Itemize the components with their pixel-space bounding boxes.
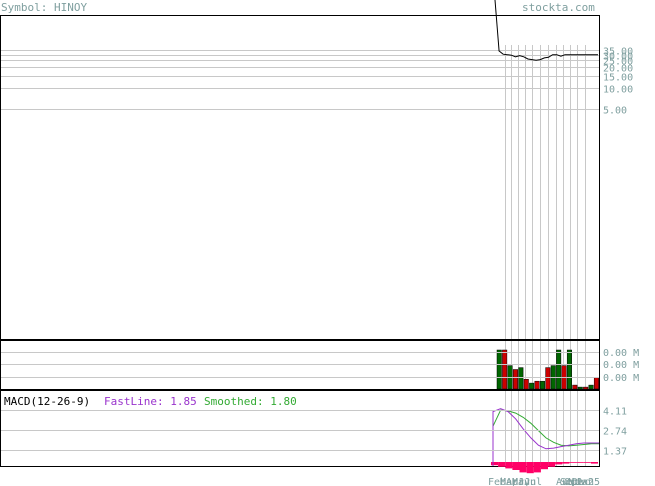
macd-histogram-bar xyxy=(569,462,577,463)
volume-bar xyxy=(539,380,545,390)
macd-tick-label: 2.74 xyxy=(603,427,627,438)
volume-bar xyxy=(529,382,535,390)
price-panel xyxy=(0,15,600,340)
macd-histogram-bar xyxy=(540,462,548,470)
volume-bar xyxy=(523,379,529,390)
macd-histogram-bar xyxy=(505,462,513,469)
volume-bar xyxy=(518,367,524,390)
price-tick-label: 10.00 xyxy=(603,85,633,96)
volume-tick-label: 0.00 M xyxy=(603,373,639,384)
volume-bar xyxy=(588,384,594,390)
x-axis-label: May xyxy=(512,477,530,486)
volume-bar xyxy=(512,369,518,390)
macd-tick-label: 4.11 xyxy=(603,407,627,418)
volume-bar xyxy=(583,386,589,390)
x-axis-label: Sep xyxy=(560,477,578,486)
price-grid xyxy=(1,50,599,110)
x-axis-label: Aug xyxy=(556,477,574,486)
macd-histogram-bar xyxy=(533,462,541,473)
volume-bar xyxy=(496,349,502,390)
macd-smoothed-label: Smoothed: 1.80 xyxy=(204,395,297,408)
vertical-grid xyxy=(505,45,586,466)
macd-histogram-bar xyxy=(562,462,570,464)
x-axis-label: Apr xyxy=(506,477,524,486)
price-series xyxy=(494,0,598,61)
macd-tick-label: 1.37 xyxy=(603,447,627,458)
price-line xyxy=(494,0,598,61)
volume-tick-label: 0.00 M xyxy=(603,348,639,359)
macd-smoothed-line xyxy=(492,409,599,466)
volume-bar xyxy=(534,380,540,390)
price-tick-label: 5.00 xyxy=(603,106,627,117)
macd-histogram-bar xyxy=(576,462,584,463)
macd-panel xyxy=(0,390,600,467)
volume-bar xyxy=(572,384,578,390)
price-tick-label: 35.00 xyxy=(603,47,633,58)
x-axis-label: Oct xyxy=(564,477,582,486)
volume-bar xyxy=(593,377,599,390)
macd-axis: 4.11 2.74 1.37 xyxy=(1,407,627,458)
price-tick-label: 25.00 xyxy=(603,57,633,68)
x-axis-label: Nov xyxy=(568,477,586,486)
x-axis-label: Dec xyxy=(572,477,590,486)
volume-bar xyxy=(556,349,562,390)
volume-axis: 0.00 M0.00 M0.00 M xyxy=(1,348,639,384)
macd-series xyxy=(491,408,599,474)
macd-histogram-bar xyxy=(590,462,598,464)
x-axis-label: Jan xyxy=(576,477,594,486)
volume-tick-label: 0.00 M xyxy=(603,360,639,371)
macd-histogram-bar xyxy=(548,462,556,467)
symbol-label: Symbol: HINOY xyxy=(1,1,87,14)
price-tick-label: 30.00 xyxy=(603,52,633,63)
macd-title: MACD(12-26-9) xyxy=(4,395,90,408)
macd-histogram-bar xyxy=(555,462,563,465)
volume-bar xyxy=(545,367,551,390)
x-axis-label: 25 xyxy=(588,477,600,486)
x-axis-label: Jul xyxy=(524,477,542,486)
volume-bars xyxy=(496,349,599,390)
volume-bar xyxy=(577,386,583,390)
volume-panel xyxy=(0,340,600,390)
macd-histogram-bar xyxy=(526,462,534,474)
macd-histogram-bar xyxy=(512,462,520,470)
volume-bar xyxy=(566,349,572,390)
macd-histogram-bar xyxy=(498,462,506,467)
macd-fast-label: FastLine: 1.85 xyxy=(104,395,197,408)
price-tick-label: 20.00 xyxy=(603,64,633,75)
volume-bar xyxy=(502,349,508,390)
price-tick-label: 15.00 xyxy=(603,73,633,84)
macd-histogram-bar xyxy=(519,462,527,473)
x-axis-label: Mar xyxy=(500,477,518,486)
brand-label: stockta.com xyxy=(522,1,595,14)
x-axis-label: Jun xyxy=(518,477,536,486)
macd-histogram-bar xyxy=(583,462,591,463)
macd-histogram-bar xyxy=(491,462,499,466)
x-axis-label: Feb xyxy=(488,477,506,486)
